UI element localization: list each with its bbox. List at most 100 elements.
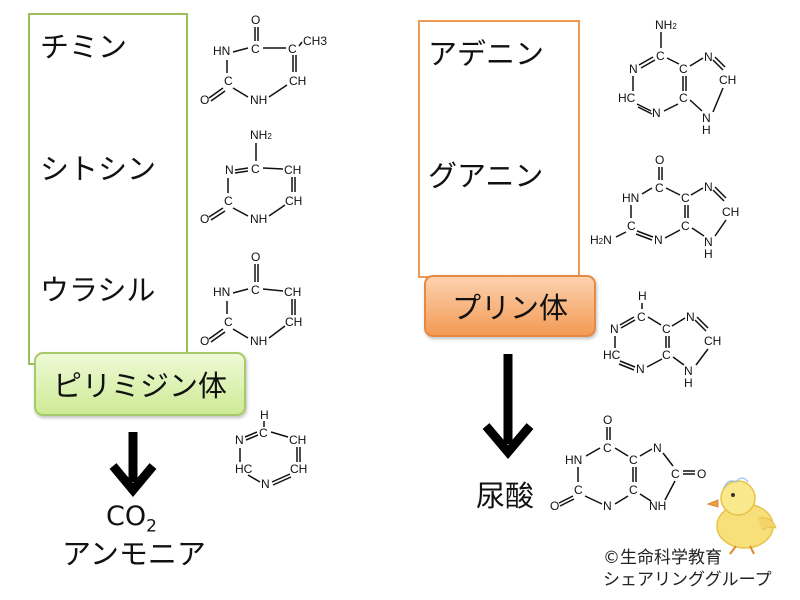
- co2-main: CO: [106, 501, 147, 532]
- atom: N: [610, 322, 619, 336]
- atom: CH: [285, 194, 302, 208]
- cytosine-label: シトシン: [40, 152, 157, 186]
- atom: NH: [250, 334, 267, 348]
- atom: C: [637, 310, 646, 324]
- atom: C: [656, 49, 665, 63]
- atom: N: [654, 233, 663, 247]
- atom: N: [684, 364, 693, 378]
- atom: N: [629, 62, 638, 76]
- atom: HC: [603, 348, 621, 362]
- pyrimidine-core-structure: H C N CH CH HC N: [235, 408, 307, 491]
- down-arrow-icon: [482, 354, 534, 459]
- atom: H: [638, 289, 647, 303]
- atom: N: [235, 433, 244, 447]
- atom: HC: [235, 462, 253, 476]
- atom: H: [702, 123, 711, 137]
- atom: N: [652, 106, 661, 120]
- atom: C: [681, 191, 690, 205]
- atom: N: [704, 235, 713, 249]
- atom: C: [251, 42, 260, 56]
- chick-mascot-icon: [706, 477, 777, 555]
- atom: HN: [213, 285, 230, 299]
- guanine-label: グアニン: [428, 159, 544, 193]
- atom: C: [224, 315, 233, 329]
- atom: C: [259, 426, 268, 440]
- atom: CH: [289, 433, 306, 447]
- co2-label: CO2: [106, 503, 157, 535]
- atom: C: [662, 348, 671, 362]
- atom: C: [629, 453, 638, 467]
- uric-acid-structure: O C HN C N C O C C O N NH: [550, 413, 706, 513]
- atom: C: [662, 322, 671, 336]
- atom: N: [702, 111, 711, 125]
- atom: C: [681, 219, 690, 233]
- atom: N: [704, 180, 713, 194]
- atom: HN: [565, 453, 582, 467]
- atom: O: [603, 413, 612, 427]
- uracil-label: ウラシル: [40, 273, 156, 307]
- atom: C: [603, 441, 612, 455]
- cytosine-structure: NH2 C N CH CH C O NH: [200, 128, 302, 226]
- atom: C: [655, 181, 664, 195]
- ammonia-label: アンモニア: [62, 537, 206, 571]
- atom: H: [704, 247, 713, 261]
- purine-group-text: プリン体: [451, 291, 568, 325]
- purine-core-structure: H C N C N CH HC C N N H: [603, 289, 721, 390]
- atom: HC: [618, 91, 636, 105]
- atom: C: [251, 162, 260, 176]
- atom: N: [686, 310, 695, 324]
- atom: O: [251, 13, 260, 27]
- atom: N: [261, 477, 270, 491]
- thymine-structure: O C HN C CH3 CH C O NH: [200, 13, 327, 107]
- atom: O: [251, 250, 260, 264]
- down-arrow-icon: [109, 432, 157, 498]
- atom: H: [260, 408, 269, 422]
- atom: O: [200, 93, 209, 107]
- atom: CH: [722, 205, 739, 219]
- atom: CH: [704, 334, 721, 348]
- atom: N: [225, 163, 234, 177]
- atom: H: [684, 376, 693, 390]
- atom: HN: [213, 44, 230, 58]
- atom: C: [224, 194, 233, 208]
- atom: NH2: [250, 128, 272, 142]
- atom: O: [200, 212, 209, 226]
- purine-group-label: プリン体: [424, 275, 596, 337]
- atom: NH: [649, 499, 666, 513]
- atom: N: [704, 50, 713, 64]
- atom: O: [550, 499, 559, 513]
- pyrimidine-box: [28, 13, 188, 365]
- thymine-label: チミン: [40, 30, 128, 64]
- adenine-structure: NH2 C N C N CH HC C N N H: [618, 18, 736, 137]
- adenine-label: アデニン: [428, 37, 545, 71]
- atom: C: [627, 219, 636, 233]
- pyrimidine-group-label: ピリミジン体: [34, 352, 246, 416]
- atom: CH: [719, 73, 736, 87]
- atom: CH: [284, 285, 301, 299]
- credit-line2: シェアリンググループ: [603, 570, 772, 590]
- atom: C: [574, 483, 583, 497]
- pyrimidine-group-text: ピリミジン体: [52, 369, 227, 403]
- atom: C: [251, 283, 260, 297]
- atom: N: [653, 441, 662, 455]
- atom: O: [200, 334, 209, 348]
- uric-acid-label: 尿酸: [476, 479, 535, 513]
- guanine-structure: O C HN C N CH C C H2N N N H: [590, 153, 739, 261]
- atom: C: [679, 91, 688, 105]
- atom: CH: [285, 315, 302, 329]
- credit-line1: ©生命科学教育: [603, 548, 722, 568]
- atom: O: [655, 153, 664, 167]
- atom: N: [636, 362, 645, 376]
- atom: N: [603, 499, 612, 513]
- atom: O: [697, 467, 706, 481]
- atom: CH: [284, 163, 301, 177]
- atom: H2N: [590, 233, 612, 247]
- atom: NH2: [655, 18, 677, 32]
- co2-sub: 2: [146, 516, 157, 537]
- uracil-structure: O C HN CH CH C O NH: [200, 250, 302, 348]
- atom: CH: [290, 462, 307, 476]
- atom: C: [288, 42, 297, 56]
- atom: NH: [250, 212, 267, 226]
- atom: CH3: [303, 34, 327, 48]
- atom: C: [671, 467, 680, 481]
